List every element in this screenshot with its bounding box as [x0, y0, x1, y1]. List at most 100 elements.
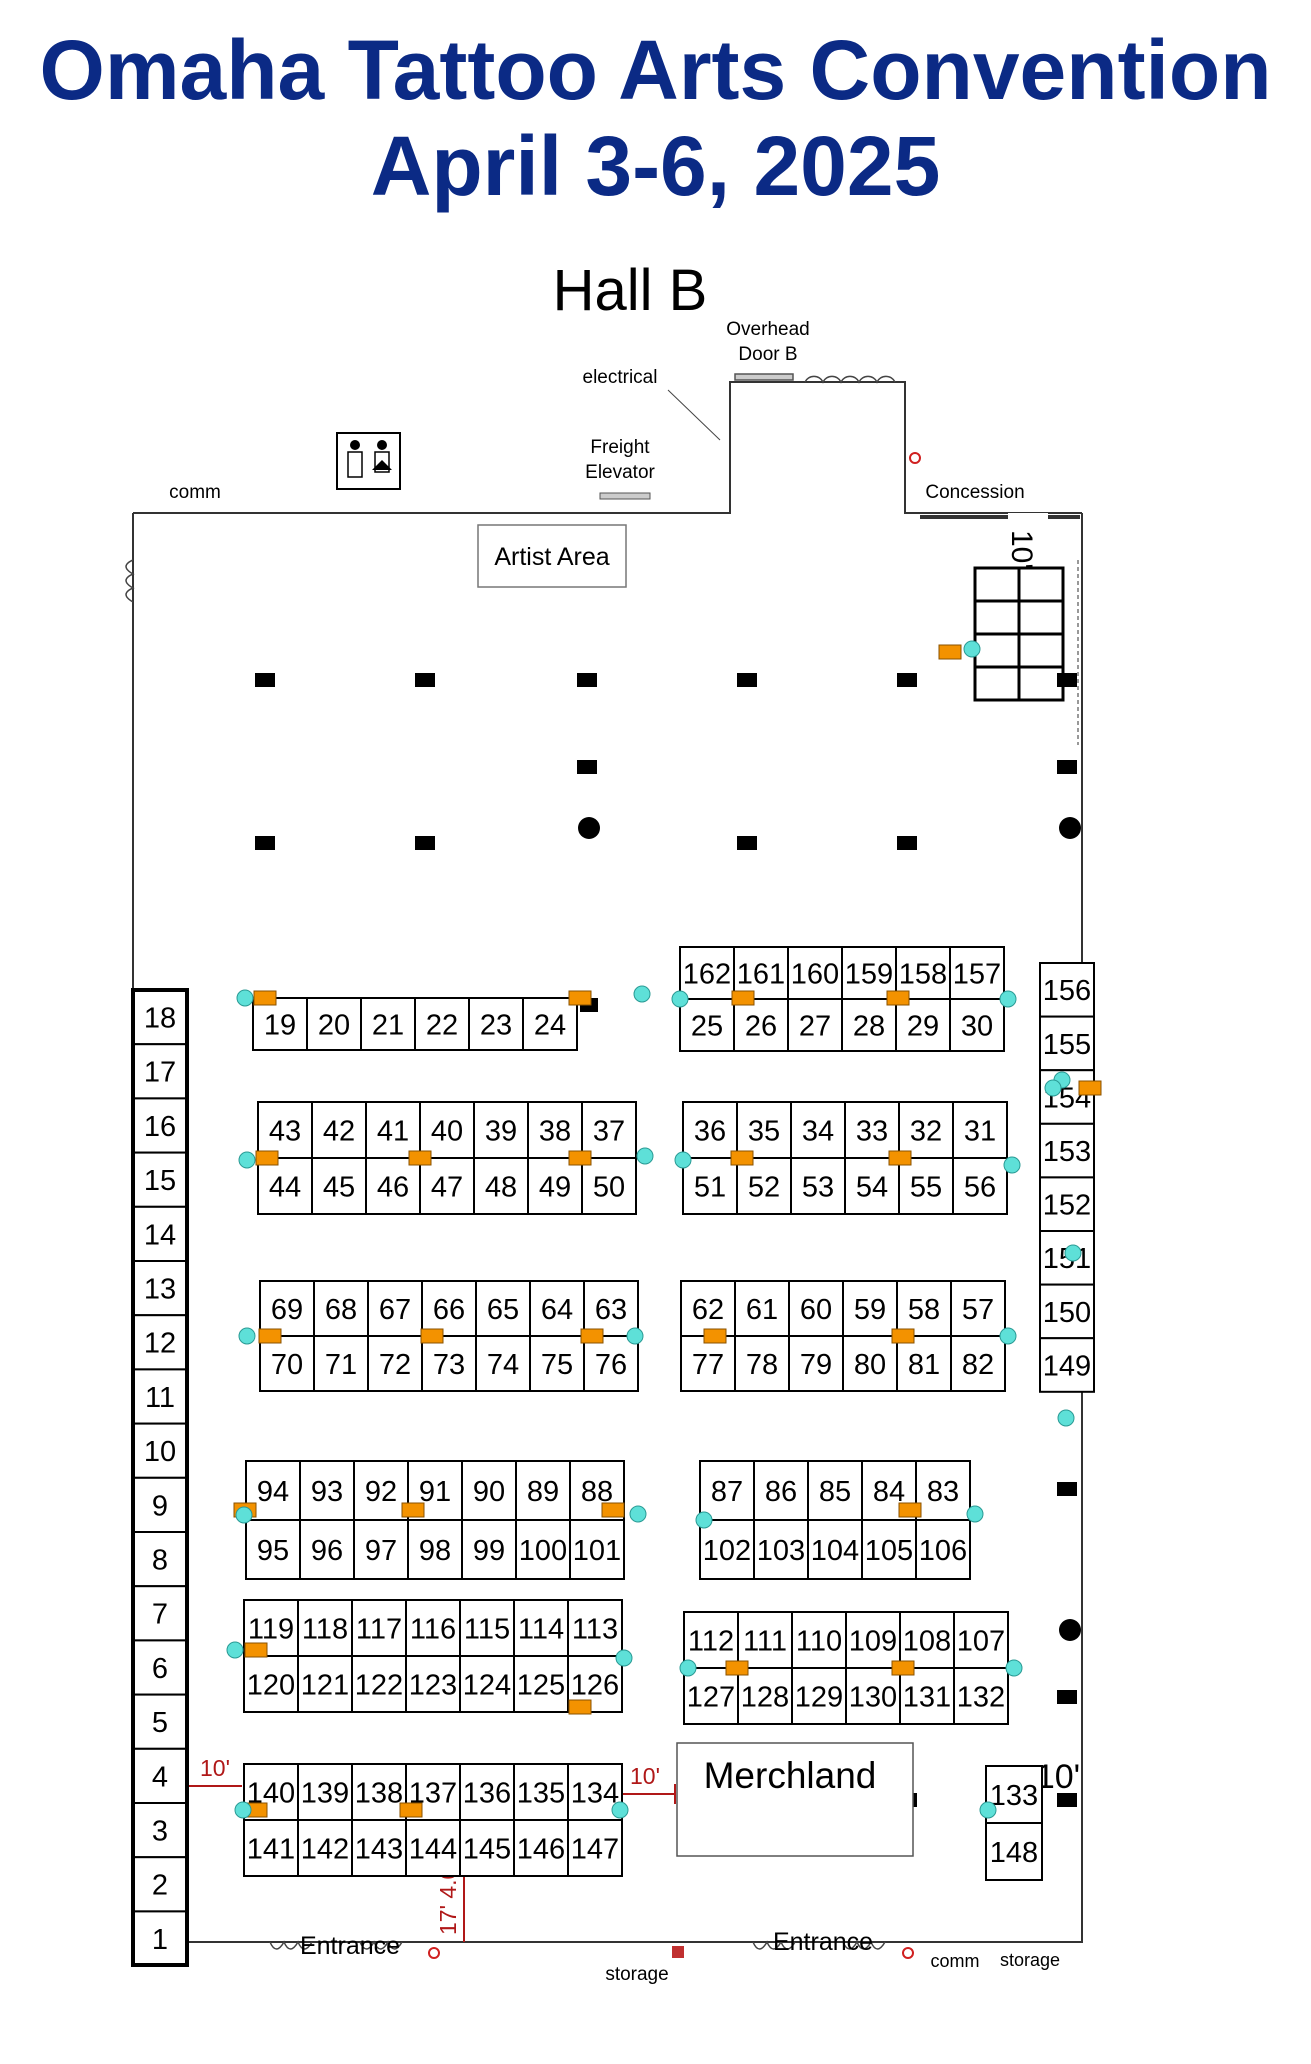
- booth-76[interactable]: 76: [583, 1335, 639, 1392]
- booth-68[interactable]: 68: [313, 1280, 369, 1337]
- booth-64[interactable]: 64: [529, 1280, 585, 1337]
- booth-141[interactable]: 141: [243, 1819, 299, 1877]
- booth-65[interactable]: 65: [475, 1280, 531, 1337]
- booth-48[interactable]: 48: [473, 1157, 529, 1215]
- booth-40[interactable]: 40: [419, 1101, 475, 1159]
- booth-86[interactable]: 86: [753, 1460, 809, 1521]
- booth-69[interactable]: 69: [259, 1280, 315, 1337]
- booth-39[interactable]: 39: [473, 1101, 529, 1159]
- booth-127[interactable]: 127: [683, 1667, 739, 1725]
- booth-62[interactable]: 62: [680, 1280, 736, 1337]
- booth-157[interactable]: 157: [949, 946, 1005, 1000]
- booth-27[interactable]: 27: [787, 998, 843, 1052]
- booth-97[interactable]: 97: [353, 1519, 409, 1580]
- booth-130[interactable]: 130: [845, 1667, 901, 1725]
- booth-25[interactable]: 25: [679, 998, 735, 1052]
- booth-73[interactable]: 73: [421, 1335, 477, 1392]
- booth-142[interactable]: 142: [297, 1819, 353, 1877]
- booth-113[interactable]: 113: [567, 1599, 623, 1657]
- booth-43[interactable]: 43: [257, 1101, 313, 1159]
- booth-104[interactable]: 104: [807, 1519, 863, 1580]
- booth-136[interactable]: 136: [459, 1763, 515, 1821]
- booth-98[interactable]: 98: [407, 1519, 463, 1580]
- booth-144[interactable]: 144: [405, 1819, 461, 1877]
- booth-3[interactable]: 3: [132, 1802, 188, 1859]
- booth-90[interactable]: 90: [461, 1460, 517, 1521]
- booth-35[interactable]: 35: [736, 1101, 792, 1159]
- booth-23[interactable]: 23: [468, 997, 524, 1051]
- booth-15[interactable]: 15: [132, 1151, 188, 1208]
- booth-137[interactable]: 137: [405, 1763, 461, 1821]
- booth-54[interactable]: 54: [844, 1157, 900, 1215]
- booth-13[interactable]: 13: [132, 1260, 188, 1317]
- booth-16[interactable]: 16: [132, 1097, 188, 1154]
- booth-87[interactable]: 87: [699, 1460, 755, 1521]
- booth-5[interactable]: 5: [132, 1693, 188, 1750]
- booth-58[interactable]: 58: [896, 1280, 952, 1337]
- booth-72[interactable]: 72: [367, 1335, 423, 1392]
- booth-10[interactable]: 10: [132, 1422, 188, 1479]
- booth-41[interactable]: 41: [365, 1101, 421, 1159]
- booth-75[interactable]: 75: [529, 1335, 585, 1392]
- booth-30[interactable]: 30: [949, 998, 1005, 1052]
- booth-150[interactable]: 150: [1039, 1283, 1095, 1340]
- booth-36[interactable]: 36: [682, 1101, 738, 1159]
- booth-52[interactable]: 52: [736, 1157, 792, 1215]
- booth-122[interactable]: 122: [351, 1655, 407, 1713]
- booth-59[interactable]: 59: [842, 1280, 898, 1337]
- booth-34[interactable]: 34: [790, 1101, 846, 1159]
- booth-2[interactable]: 2: [132, 1856, 188, 1913]
- booth-28[interactable]: 28: [841, 998, 897, 1052]
- booth-47[interactable]: 47: [419, 1157, 475, 1215]
- booth-145[interactable]: 145: [459, 1819, 515, 1877]
- booth-61[interactable]: 61: [734, 1280, 790, 1337]
- booth-4[interactable]: 4: [132, 1747, 188, 1805]
- booth-56[interactable]: 56: [952, 1157, 1008, 1215]
- booth-110[interactable]: 110: [791, 1611, 847, 1669]
- booth-46[interactable]: 46: [365, 1157, 421, 1215]
- booth-77[interactable]: 77: [680, 1335, 736, 1392]
- booth-100[interactable]: 100: [515, 1519, 571, 1580]
- booth-139[interactable]: 139: [297, 1763, 353, 1821]
- booth-112[interactable]: 112: [683, 1611, 739, 1669]
- booth-20[interactable]: 20: [306, 997, 362, 1051]
- booth-80[interactable]: 80: [842, 1335, 898, 1392]
- booth-135[interactable]: 135: [513, 1763, 569, 1821]
- booth-60[interactable]: 60: [788, 1280, 844, 1337]
- booth-124[interactable]: 124: [459, 1655, 515, 1713]
- booth-74[interactable]: 74: [475, 1335, 531, 1392]
- booth-138[interactable]: 138: [351, 1763, 407, 1821]
- booth-24[interactable]: 24: [522, 997, 578, 1051]
- booth-89[interactable]: 89: [515, 1460, 571, 1521]
- booth-79[interactable]: 79: [788, 1335, 844, 1392]
- booth-18[interactable]: 18: [132, 989, 188, 1046]
- booth-51[interactable]: 51: [682, 1157, 738, 1215]
- booth-118[interactable]: 118: [297, 1599, 353, 1657]
- booth-96[interactable]: 96: [299, 1519, 355, 1580]
- booth-49[interactable]: 49: [527, 1157, 583, 1215]
- booth-148[interactable]: 148: [985, 1822, 1043, 1881]
- booth-116[interactable]: 116: [405, 1599, 461, 1657]
- booth-156[interactable]: 156: [1039, 962, 1095, 1018]
- booth-93[interactable]: 93: [299, 1460, 355, 1521]
- booth-1[interactable]: 1: [132, 1910, 188, 1967]
- booth-11[interactable]: 11: [132, 1368, 188, 1425]
- booth-120[interactable]: 120: [243, 1655, 299, 1713]
- booth-63[interactable]: 63: [583, 1280, 639, 1337]
- booth-129[interactable]: 129: [791, 1667, 847, 1725]
- booth-111[interactable]: 111: [737, 1611, 793, 1669]
- booth-149[interactable]: 149: [1039, 1337, 1095, 1393]
- booth-125[interactable]: 125: [513, 1655, 569, 1713]
- booth-9[interactable]: 9: [132, 1476, 188, 1534]
- booth-134[interactable]: 134: [567, 1763, 623, 1821]
- booth-102[interactable]: 102: [699, 1519, 755, 1580]
- booth-123[interactable]: 123: [405, 1655, 461, 1713]
- booth-103[interactable]: 103: [753, 1519, 809, 1580]
- booth-106[interactable]: 106: [915, 1519, 971, 1580]
- booth-70[interactable]: 70: [259, 1335, 315, 1392]
- booth-44[interactable]: 44: [257, 1157, 313, 1215]
- booth-21[interactable]: 21: [360, 997, 416, 1051]
- booth-55[interactable]: 55: [898, 1157, 954, 1215]
- booth-67[interactable]: 67: [367, 1280, 423, 1337]
- booth-71[interactable]: 71: [313, 1335, 369, 1392]
